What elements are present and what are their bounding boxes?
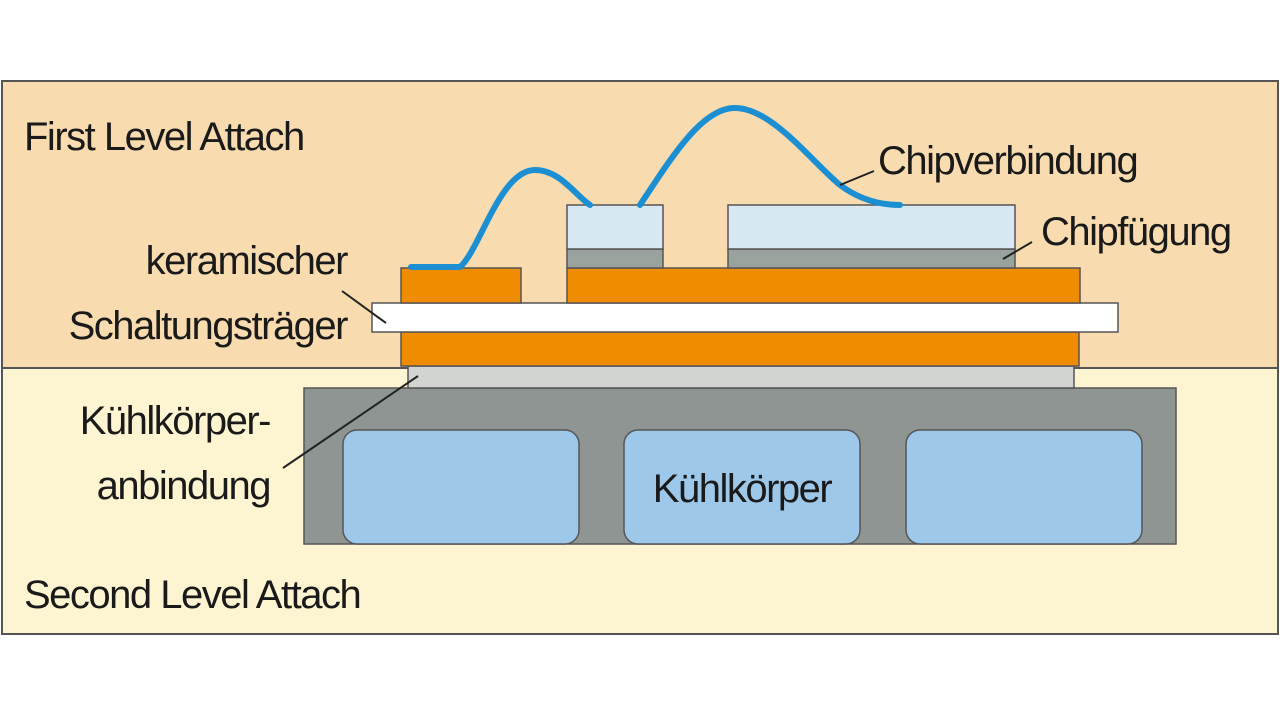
die-attach-large — [727, 248, 1016, 269]
first-level-attach-label: First Level Attach — [24, 115, 304, 159]
top-copper-pad-left — [400, 267, 522, 304]
chip-large — [727, 204, 1016, 250]
chip-small — [566, 204, 664, 250]
die-attach-small — [566, 248, 664, 269]
ceramic-substrate-label-line2: Schaltungsträger — [69, 304, 349, 348]
bond-wire — [408, 104, 903, 270]
heatsink-attach-label-line2: anbindung — [97, 464, 270, 508]
ceramic-substrate — [371, 302, 1119, 333]
heatsink-attach-layer — [407, 365, 1075, 389]
bond-wire-label: Chipverbindung — [878, 139, 1137, 183]
die-attach-label: Chipfügung — [1041, 210, 1231, 254]
coolant-channel-right — [905, 429, 1143, 545]
leader-line-substrate — [341, 290, 387, 324]
heatsink-label: Kühlkörper — [653, 467, 833, 511]
coolant-channel-left — [342, 429, 580, 545]
leader-line-heatsink-attach — [282, 375, 419, 469]
coolant-channel-center — [623, 429, 861, 545]
leader-line-die-attach — [1002, 241, 1033, 260]
bottom-copper-layer — [400, 331, 1080, 367]
leader-line-bond-wire — [839, 170, 875, 186]
heatsink-attach-label-line1: Kühlkörper- — [80, 399, 270, 443]
second-level-attach-label: Second Level Attach — [24, 573, 360, 617]
top-copper-pad-right — [566, 267, 1081, 304]
ceramic-substrate-label-line1: keramischer — [146, 239, 349, 283]
